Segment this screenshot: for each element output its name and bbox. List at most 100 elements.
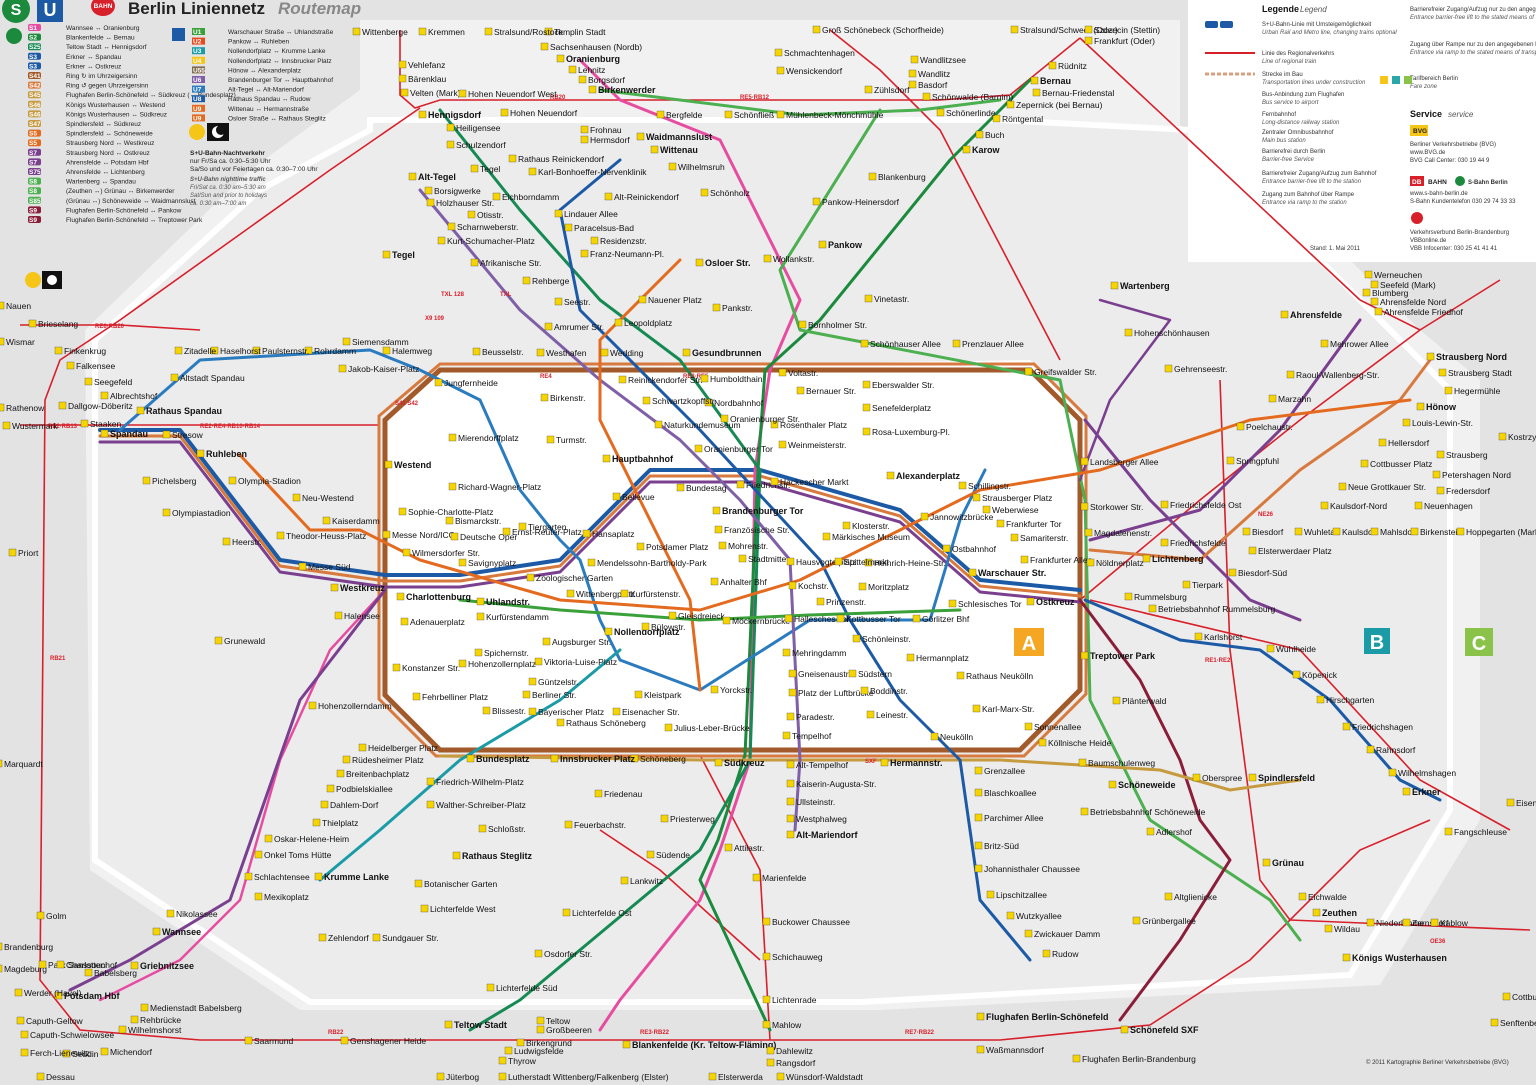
station-s058: Rohrdamm [314, 346, 356, 356]
accessibility-icon [196, 449, 205, 458]
station-s158: Naturkundemuseum [664, 420, 741, 430]
station-s161: Birkenstr. [550, 393, 585, 403]
station-s212: Hoppegarten (Mark) [1466, 527, 1536, 537]
accessibility-icon [66, 361, 75, 370]
accessibility-icon [975, 130, 984, 139]
station-s369: Rangsdorf [776, 1058, 816, 1068]
s-logo-text: S [11, 2, 22, 19]
accessibility-icon [244, 1036, 253, 1045]
accessibility-icon [864, 558, 873, 567]
sbahn-berlin-text: S-Bahn Berlin [1468, 180, 1508, 186]
route-label-re2rb13: RE2·RB13 [48, 424, 78, 430]
station-s165: Landsberger Allee [1090, 457, 1159, 467]
station-s068: Ruhleben [206, 449, 247, 459]
accessibility-icon [714, 758, 723, 767]
station-s146: Weberwiese [992, 505, 1039, 515]
accessibility-icon [718, 541, 727, 550]
sbahn-line-route: Ahrensfelde ↔ Potsdam Hbf [66, 159, 149, 166]
accessibility-icon [700, 374, 709, 383]
station-s140: Warschauer Str. [978, 568, 1046, 578]
station-s361: Frankfurt (Oder) [1094, 36, 1155, 46]
station-s391: Eisenhüttenstadt [1516, 798, 1536, 808]
station-s378: Park Sanssouci [48, 960, 107, 970]
station-s213: Kaulsdorf-Nord [1330, 501, 1387, 511]
station-s099: Bellevue [622, 492, 655, 502]
accessibility-icon [100, 1047, 109, 1056]
accessibility-icon [450, 532, 459, 541]
accessibility-icon [580, 135, 589, 144]
station-s071: Westend [394, 460, 431, 470]
station-s067: Olympiastadion [172, 508, 231, 518]
station-s084: Deutsche Oper [460, 532, 517, 542]
accessibility-icon [534, 949, 543, 958]
station-s244: Heidelberger Platz [368, 743, 438, 753]
regional-north-ring [399, 30, 1081, 109]
sbahn-line-id: S41 [29, 73, 41, 80]
accessibility-icon [1086, 558, 1095, 567]
station-s278: Lichtenrade [772, 995, 817, 1005]
accessibility-icon [1378, 438, 1387, 447]
accessibility-icon [1426, 352, 1435, 361]
accessibility-icon [600, 348, 609, 357]
station-s371: Genshagener Heide [350, 1036, 426, 1046]
station-s390: Hohen Neuendorf West [468, 89, 557, 99]
night-title-en: S+U-Bahn nighttime traffic [190, 177, 266, 183]
station-s135: Spittelmarkt [844, 557, 890, 567]
station-s365: Birkengrund [526, 1038, 572, 1048]
station-s072: Theodor-Heuss-Platz [286, 531, 366, 541]
accessibility-icon [1048, 61, 1057, 70]
accessibility-icon [766, 1046, 775, 1055]
station-s276: Buckower Chaussee [772, 917, 850, 927]
sbahn-line-badge [28, 120, 41, 127]
sbahn-line-badge [28, 81, 41, 89]
accessibility-icon [2, 421, 11, 430]
accessibility-icon [788, 688, 797, 697]
legend-u-swatch [1220, 21, 1233, 28]
station-s157: Oranienburger Tor [704, 444, 773, 454]
night-title: S+U-Bahn-Nachtverkehr [190, 150, 265, 157]
station-s347: Stralsund/Rostock [494, 27, 564, 37]
accessibility-icon [470, 164, 479, 173]
accessibility-icon [1194, 632, 1203, 641]
station-s344: Wittenberge [362, 27, 408, 37]
accessibility-icon [1292, 670, 1301, 679]
station-s060: Haselhorst [220, 346, 261, 356]
station-s037: Rehberge [532, 276, 570, 286]
station-s104: Französische Str. [724, 525, 790, 535]
regional-se [1149, 819, 1431, 1026]
station-s309: Adenauerplatz [410, 617, 465, 627]
accessibility-icon [1248, 546, 1257, 555]
ubahn-line-badge [192, 114, 205, 122]
station-s382: Elsterwerda [718, 1072, 763, 1082]
station-s340: Wismar [6, 337, 35, 347]
accessibility-icon [452, 851, 461, 860]
sbahn-line-badge [28, 187, 41, 195]
station-s062: Altstadt Spandau [180, 373, 245, 383]
station-s022: Röntgental [1002, 114, 1043, 124]
accessibility-icon [786, 814, 795, 823]
accessibility-icon [38, 960, 47, 969]
accessibility-icon [1312, 908, 1321, 917]
station-s269: Lankwitz [630, 876, 663, 886]
vbb-line-3: VBB Infocenter: 030 25 41 41 41 [1410, 246, 1498, 252]
accessibility-icon [384, 460, 393, 469]
accessibility-icon [1332, 527, 1341, 536]
station-s108: Möckernbrücke [732, 616, 790, 626]
station-s081: Richard-Wagner-Platz [458, 482, 541, 492]
station-s028: Tegel [480, 164, 500, 174]
accessibility-icon [982, 505, 991, 514]
station-s151: Rosenthaler Platz [780, 420, 847, 430]
route-label-re3re5: RE3·RE5 [683, 374, 709, 380]
station-s330: Albrechtshof [110, 391, 158, 401]
station-s118: Gneisenaustr. [798, 669, 850, 679]
accessibility-icon [472, 347, 481, 356]
station-s355: Schönwalde (Barnim) [932, 92, 1013, 102]
station-s010: Wilhelmsruh [678, 162, 725, 172]
accessibility-icon [554, 209, 563, 218]
accessibility-icon [372, 933, 381, 942]
accessibility-icon [222, 537, 231, 546]
ubahn-line-route: Hönow ↔ Alexanderplatz [228, 67, 301, 74]
zone-a-badge [1014, 628, 1044, 656]
accessibility-icon [974, 766, 983, 775]
line-u1 [458, 598, 962, 622]
